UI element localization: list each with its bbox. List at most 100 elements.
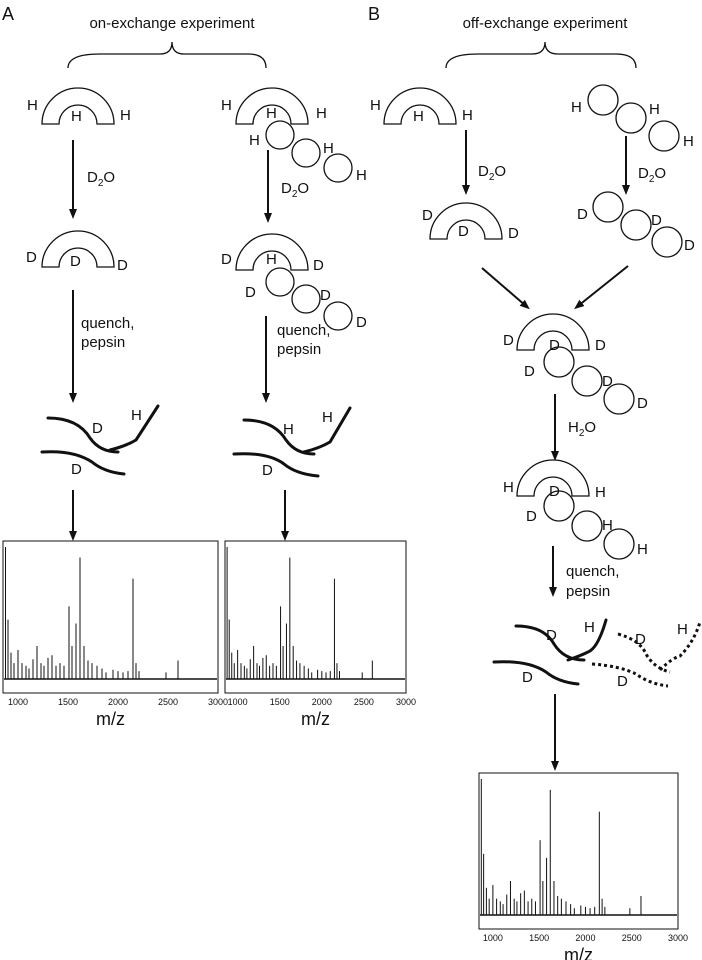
tick-label: 1000 xyxy=(483,933,503,943)
spectrum-frame xyxy=(224,540,407,694)
pepsin-label: pepsin xyxy=(81,334,125,351)
peptide-fragment xyxy=(242,418,316,456)
tick-label: 2500 xyxy=(354,697,374,707)
ligand-circle xyxy=(651,226,683,258)
label-h: H xyxy=(120,107,131,124)
label-d: D xyxy=(635,631,646,648)
label-d: D xyxy=(245,284,256,301)
label-h: H xyxy=(677,621,688,638)
label-d: D xyxy=(637,395,648,412)
ligand-circle xyxy=(571,510,603,542)
label-h: H xyxy=(316,105,327,122)
ligand-circle xyxy=(603,528,635,560)
label-d: D xyxy=(549,337,560,354)
label-h: H xyxy=(584,619,595,636)
label-d: D xyxy=(651,212,662,229)
label-d: D xyxy=(26,249,37,266)
label-d: D xyxy=(595,337,606,354)
axis-title: m/z xyxy=(564,945,593,960)
label-d: D xyxy=(684,237,695,254)
tick-label: 3000 xyxy=(208,697,228,707)
label-h: H xyxy=(637,541,648,558)
tick-label: 1000 xyxy=(228,697,248,707)
label-d: D xyxy=(503,332,514,349)
ligand-circle xyxy=(543,490,575,522)
label-d: D xyxy=(546,627,557,644)
b-protein-h: H H H xyxy=(370,87,473,125)
panel-a-brace xyxy=(67,41,267,69)
b-ligand-d: D D D xyxy=(577,191,695,258)
label-d: D xyxy=(117,257,128,274)
a-right-peptides: H D H xyxy=(232,406,352,479)
label-h: H xyxy=(266,105,277,122)
label-h: H xyxy=(503,479,514,496)
ligand-circle xyxy=(291,284,321,314)
b-complex-d: D D D D D D xyxy=(503,313,648,415)
axis-title: m/z xyxy=(96,709,125,729)
label-h: H xyxy=(683,133,694,150)
arrow xyxy=(574,265,629,310)
h2o-label: H2O xyxy=(568,419,596,439)
peptide-fragment-dotted xyxy=(617,632,671,674)
panel-a-title: on-exchange experiment xyxy=(89,15,255,32)
label-h: H xyxy=(131,407,142,424)
ligand-circle xyxy=(265,267,295,297)
a-left-protein-h: H H H xyxy=(27,87,131,125)
peptide-fragment xyxy=(108,404,160,452)
ligand-circle xyxy=(291,138,321,168)
arrow xyxy=(481,267,530,310)
d2o-label: D2O xyxy=(87,169,115,189)
ligand-circle xyxy=(265,120,295,150)
peptide-fragment xyxy=(46,416,120,454)
label-d: D xyxy=(458,223,469,240)
tick-label: 2500 xyxy=(158,697,178,707)
pepsin-label: pepsin xyxy=(277,341,321,358)
panel-letter-a: A xyxy=(2,4,14,24)
label-d: D xyxy=(92,420,103,437)
tick-label: 1500 xyxy=(529,933,549,943)
pepsin-label: pepsin xyxy=(566,583,610,600)
tick-label: 2000 xyxy=(312,697,332,707)
b-complex-h: H D H D H H xyxy=(503,459,648,560)
label-h: H xyxy=(322,409,333,426)
ligand-circle xyxy=(615,102,647,134)
b-protein-d: D D D xyxy=(422,202,519,242)
label-d: D xyxy=(313,257,324,274)
label-d: D xyxy=(526,508,537,525)
label-d: D xyxy=(508,225,519,242)
d2o-label: D2O xyxy=(638,165,666,185)
label-h: H xyxy=(595,484,606,501)
label-h: H xyxy=(323,140,334,157)
peptide-fragment-dotted xyxy=(591,662,669,688)
label-h: H xyxy=(413,108,424,125)
peptide-fragment xyxy=(232,452,320,478)
label-h: H xyxy=(571,99,582,116)
b-ligand-h: H H H xyxy=(571,84,694,152)
label-d: D xyxy=(522,669,533,686)
peptide-fragment xyxy=(40,450,126,476)
ligand-circle xyxy=(620,209,652,241)
spectrum-frame xyxy=(478,772,679,930)
label-h: H xyxy=(71,108,82,125)
label-d: D xyxy=(356,314,367,331)
d2o-label: D2O xyxy=(478,163,506,183)
a-left-protein-d: D D D xyxy=(26,230,128,274)
ligand-circle xyxy=(323,153,353,183)
quench-label: quench, xyxy=(566,563,619,580)
axis-title: m/z xyxy=(301,709,330,729)
tick-label: 1500 xyxy=(58,697,78,707)
label-d: D xyxy=(617,673,628,690)
label-d: D xyxy=(221,251,232,268)
b-peptides: D D H D D H xyxy=(492,618,702,690)
label-d: D xyxy=(524,363,535,380)
ligand-circle xyxy=(587,84,619,116)
tick-label: 3000 xyxy=(396,697,416,707)
peptide-fragment xyxy=(566,618,608,662)
label-d: D xyxy=(70,253,81,270)
label-h: H xyxy=(283,421,294,438)
ligand-circle xyxy=(543,346,575,378)
label-h: H xyxy=(370,97,381,114)
a-right-complex-d: D H D D D D xyxy=(221,233,367,331)
